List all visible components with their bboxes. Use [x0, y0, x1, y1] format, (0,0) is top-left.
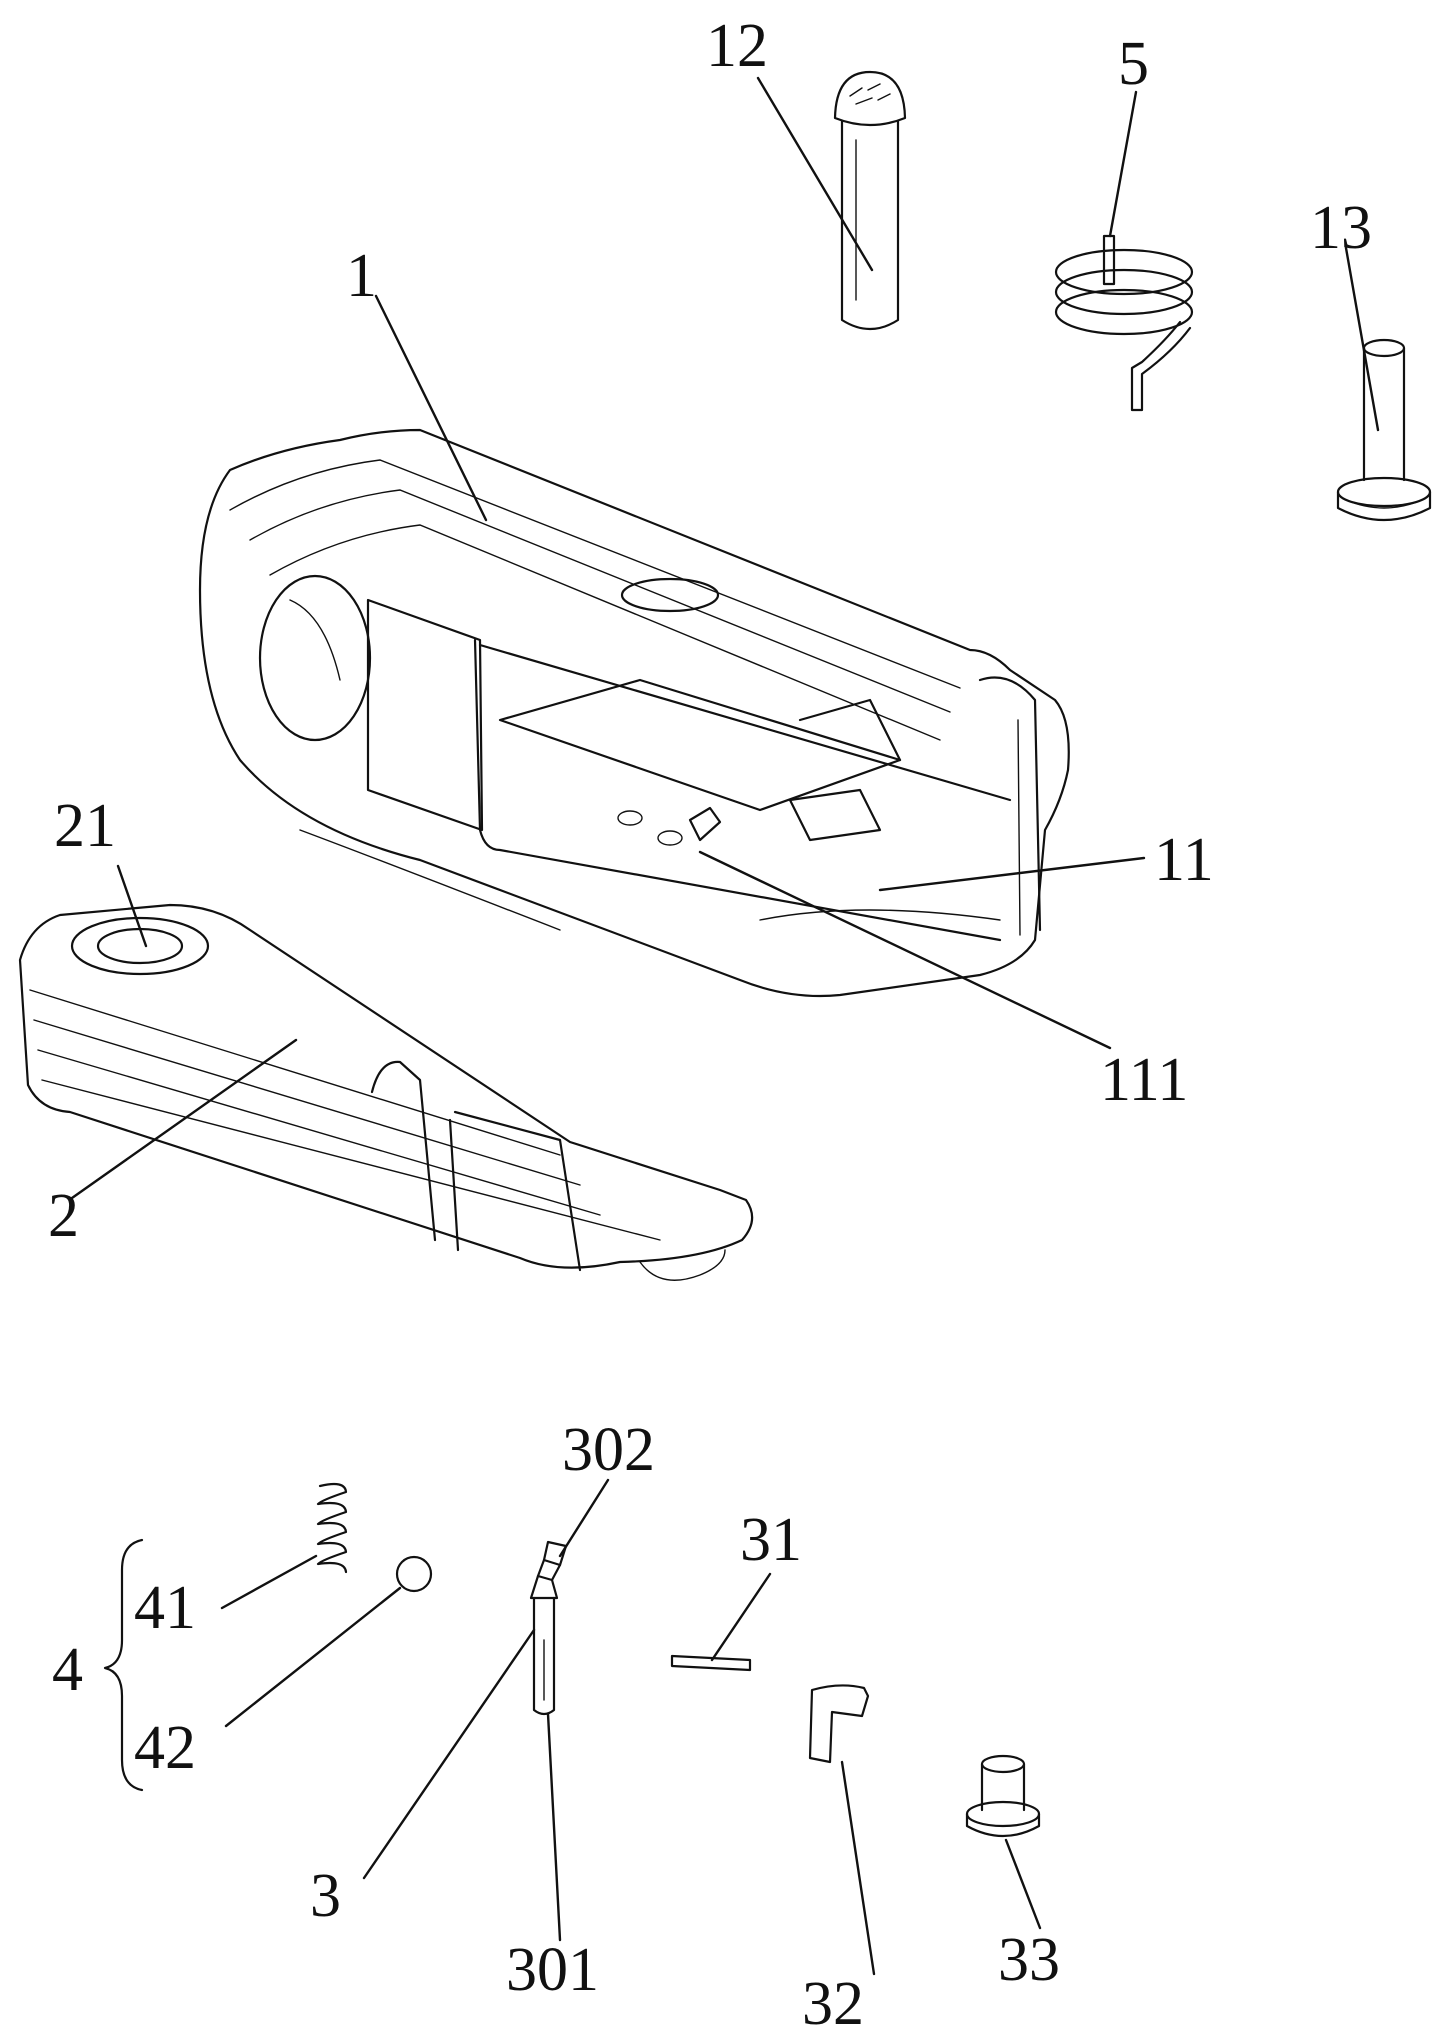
leader-111 — [700, 852, 1110, 1048]
leader-42 — [226, 1588, 400, 1726]
leader-301 — [548, 1714, 560, 1940]
part-12-pin — [835, 72, 905, 329]
leader-13 — [1346, 248, 1378, 430]
leader-31 — [712, 1574, 770, 1660]
leader-302 — [560, 1480, 608, 1556]
label-301: 301 — [506, 1936, 599, 2004]
leader-32 — [842, 1762, 874, 1974]
label-4: 4 — [52, 1636, 83, 1704]
leader-41 — [222, 1556, 316, 1608]
leader-1 — [376, 296, 486, 520]
label-2: 2 — [48, 1182, 79, 1250]
label-42: 42 — [134, 1714, 196, 1782]
label-32: 32 — [802, 1970, 864, 2034]
part-13-pin — [1338, 340, 1430, 520]
label-12: 12 — [706, 12, 768, 80]
part-5-torsion-spring — [1056, 236, 1192, 410]
label-1: 1 — [346, 242, 377, 310]
leader-11 — [880, 858, 1144, 890]
part-2-cover — [20, 905, 752, 1280]
label-21: 21 — [54, 792, 116, 860]
part-32-plate — [810, 1685, 868, 1762]
label-31: 31 — [740, 1506, 802, 1574]
label-5: 5 — [1118, 30, 1149, 98]
part-31-bar — [672, 1656, 750, 1670]
leader-3 — [364, 1630, 534, 1878]
leader-lines — [72, 78, 1378, 1974]
label-33: 33 — [998, 1926, 1060, 1994]
label-11: 11 — [1154, 826, 1214, 894]
leader-21 — [118, 866, 146, 946]
part-1-housing — [200, 430, 1069, 996]
part-41-spring — [318, 1484, 346, 1572]
label-3: 3 — [310, 1862, 341, 1930]
label-302: 302 — [562, 1416, 655, 1484]
label-41: 41 — [134, 1574, 196, 1642]
label-111: 111 — [1100, 1046, 1188, 1114]
part-33-bushing — [967, 1756, 1039, 1836]
leader-33 — [1006, 1840, 1040, 1928]
leader-5 — [1110, 92, 1136, 236]
part-42-ball — [397, 1557, 431, 1591]
part-3-shaft — [531, 1542, 566, 1714]
label-13: 13 — [1310, 194, 1372, 262]
